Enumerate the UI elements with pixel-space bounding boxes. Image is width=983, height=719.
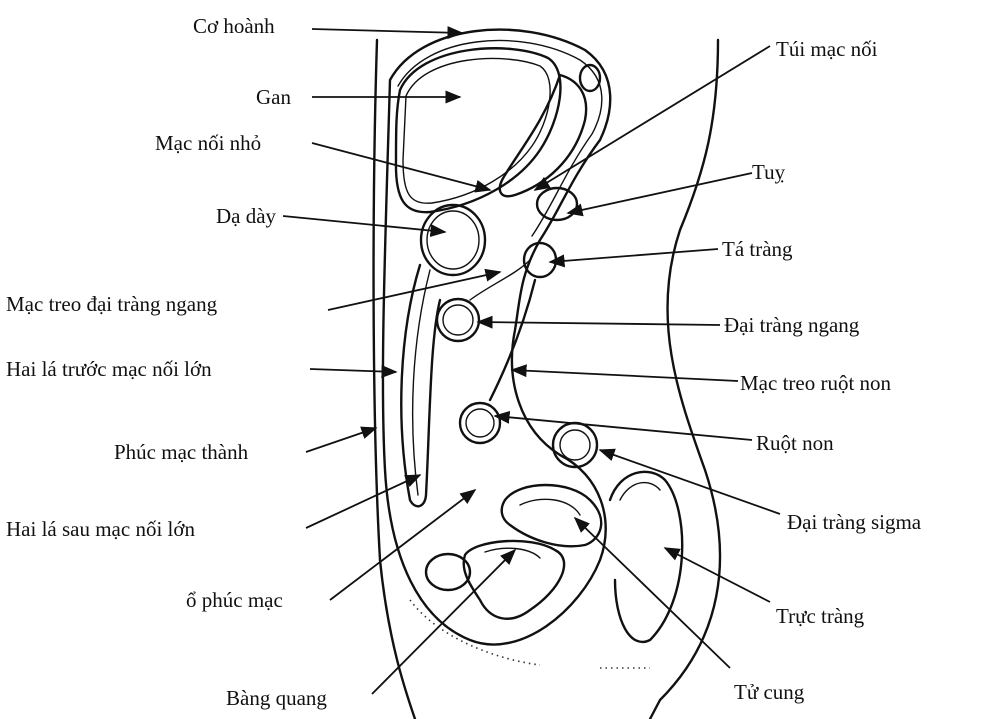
label-parietal-peritoneum: Phúc mạc thành: [114, 440, 248, 464]
bladder: [464, 541, 564, 619]
label-stomach: Dạ dày: [216, 204, 276, 228]
label-small-intestine-mesentery: Mạc treo ruột non: [740, 371, 891, 395]
anterior-body-wall: [374, 40, 415, 719]
label-duodenum: Tá tràng: [722, 237, 793, 261]
label-liver: Gan: [256, 85, 291, 109]
label-uterus: Tử cung: [734, 680, 804, 704]
label-transverse-mesocolon: Mạc treo đại tràng ngang: [6, 292, 217, 316]
label-rectum: Trực tràng: [776, 604, 864, 628]
label-diaphragm: Cơ hoành: [193, 14, 275, 38]
stomach: [421, 205, 485, 275]
label-omental-bursa: Túi mạc nối: [776, 37, 877, 61]
label-sigmoid-colon: Đại tràng sigma: [787, 510, 921, 534]
label-transverse-colon: Đại tràng ngang: [724, 313, 859, 337]
uterus: [502, 485, 601, 546]
label-small-intestine: Ruột non: [756, 431, 834, 455]
label-posterior-greater-omentum: Hai lá sau mạc nối lớn: [6, 517, 195, 541]
label-lesser-omentum: Mạc nối nhỏ: [155, 131, 261, 155]
label-anterior-greater-omentum: Hai lá trước mạc nối lớn: [6, 357, 212, 381]
label-peritoneal-cavity: ổ phúc mạc: [186, 588, 283, 612]
label-pancreas: Tuỵ: [752, 160, 785, 184]
duodenum: [524, 243, 556, 277]
greater-omentum: [401, 265, 440, 506]
label-bladder: Bàng quang: [226, 686, 327, 710]
